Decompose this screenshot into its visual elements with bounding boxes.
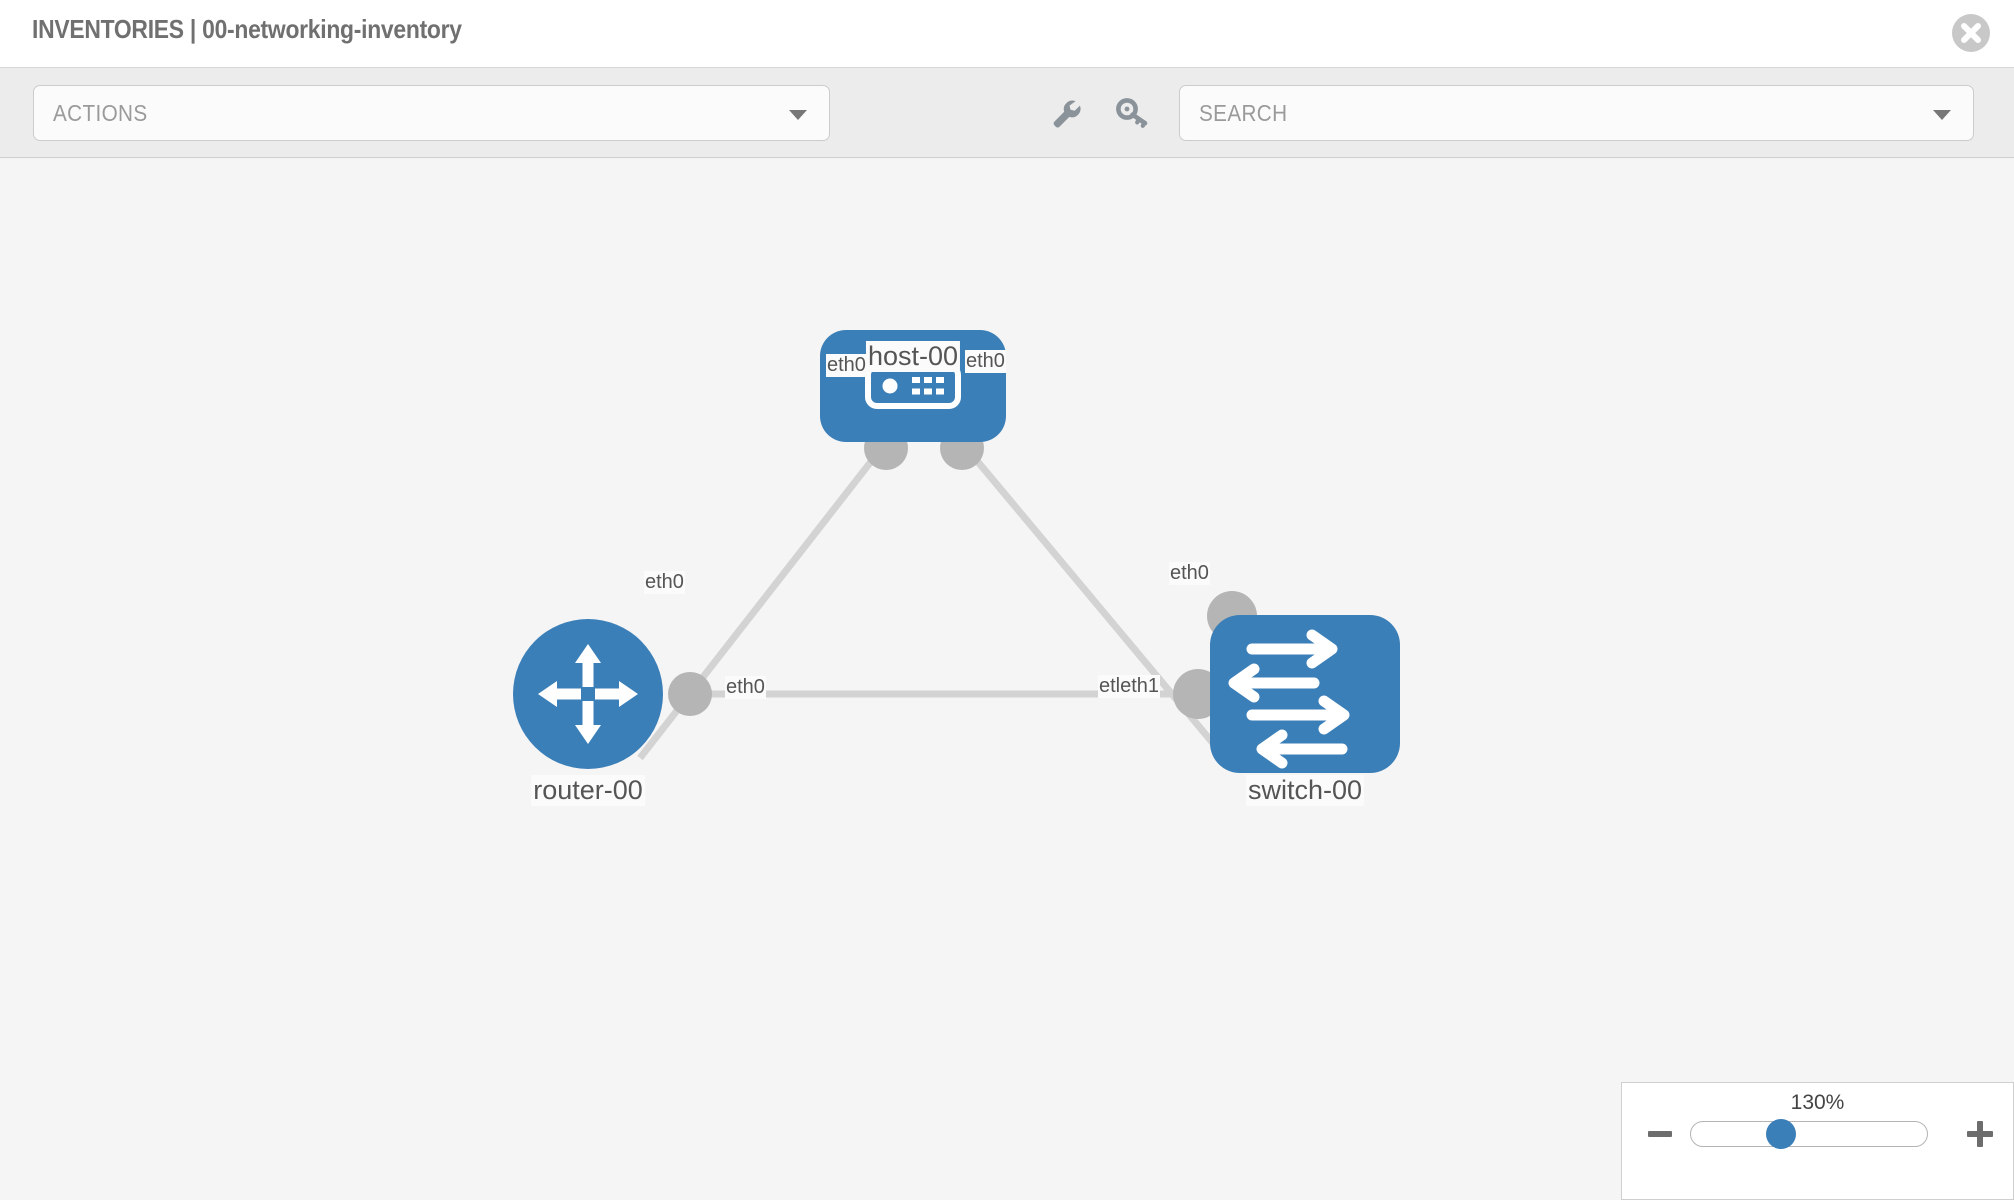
actions-dropdown[interactable]: ACTIONS bbox=[33, 85, 830, 141]
zoom-control-panel: 130% bbox=[1621, 1082, 2014, 1200]
page-header: INVENTORIES | 00-networking-inventory bbox=[0, 0, 2014, 68]
minus-icon[interactable] bbox=[1648, 1131, 1672, 1137]
edge-host-router bbox=[637, 447, 883, 761]
key-icon[interactable] bbox=[1112, 93, 1152, 133]
node-router-00 bbox=[513, 619, 663, 769]
page-title: INVENTORIES | 00-networking-inventory bbox=[32, 14, 462, 44]
zoom-slider-thumb[interactable] bbox=[1766, 1119, 1796, 1149]
edge-label-router-uplink: eth0 bbox=[644, 571, 685, 594]
switch-exchange-arrows-icon bbox=[1228, 629, 1350, 769]
zoom-percent-label: 130% bbox=[1790, 1091, 1845, 1114]
port-router-right bbox=[668, 672, 712, 716]
wrench-icon[interactable] bbox=[1045, 93, 1085, 133]
node-label-switch-00: switch-00 bbox=[1245, 775, 1365, 806]
edge-label-host-right: eth0 bbox=[965, 350, 1006, 373]
node-switch-00 bbox=[1210, 615, 1400, 773]
search-input[interactable]: SEARCH bbox=[1179, 85, 1974, 141]
search-placeholder: SEARCH bbox=[1199, 100, 1288, 126]
node-label-host-00: host-00 bbox=[865, 341, 961, 372]
toolbar: ACTIONS SEARCH bbox=[0, 68, 2014, 158]
edge-label-router-eth0: eth0 bbox=[725, 676, 766, 699]
actions-dropdown-label: ACTIONS bbox=[53, 100, 148, 126]
plus-icon[interactable] bbox=[1967, 1121, 1993, 1147]
zoom-slider-track[interactable] bbox=[1690, 1121, 1928, 1147]
router-four-arrows-icon bbox=[538, 644, 638, 744]
edge-label-host-left: eth0 bbox=[826, 354, 867, 377]
node-label-router-00: router-00 bbox=[531, 775, 645, 806]
topology-edges bbox=[637, 447, 1225, 761]
topology-canvas[interactable]: host-00 router-00 switch-00 eth0 eth0 et… bbox=[0, 158, 2014, 1200]
close-icon[interactable] bbox=[1952, 14, 1990, 52]
chevron-down-icon bbox=[789, 110, 807, 120]
edge-label-switch-eth1: etleth1 bbox=[1098, 675, 1161, 698]
edge-label-switch-uplink: eth0 bbox=[1169, 562, 1210, 585]
chevron-down-icon[interactable] bbox=[1933, 110, 1951, 120]
topology-svg bbox=[513, 330, 1400, 773]
